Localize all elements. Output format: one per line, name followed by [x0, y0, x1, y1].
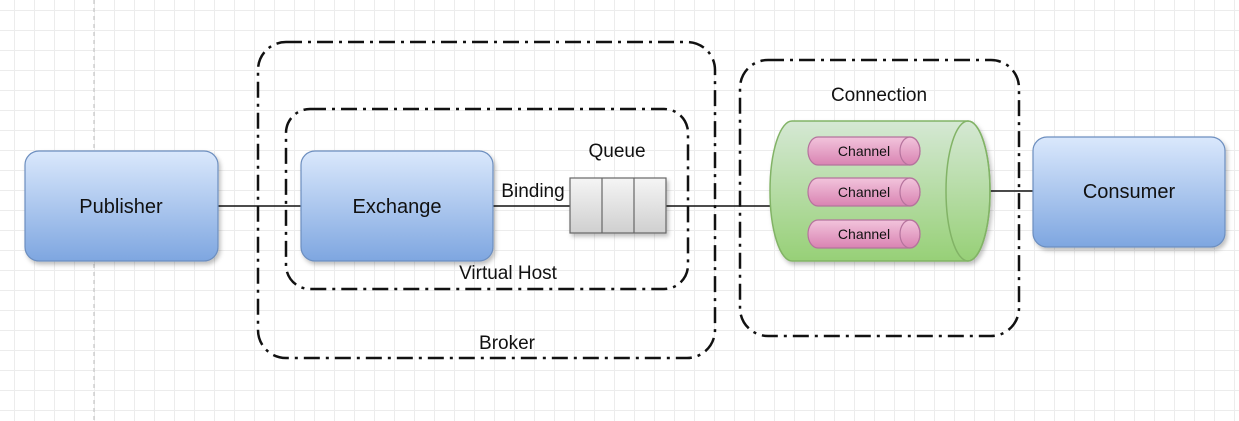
- consumer-label: Consumer: [1083, 181, 1176, 203]
- channel-pipe-end: [899, 219, 921, 249]
- channel-pipe-end: [899, 136, 921, 166]
- connection-label: Connection: [831, 85, 927, 106]
- virtual-host-group: [284, 107, 690, 291]
- exchange-node[interactable]: Exchange: [300, 150, 494, 262]
- connection-group: [738, 58, 1021, 338]
- queue-shape[interactable]: [569, 177, 667, 234]
- publisher-node[interactable]: Publisher: [24, 150, 219, 262]
- binding-label: Binding: [501, 181, 564, 202]
- channel-label: Channel: [838, 143, 890, 159]
- queue-label: Queue: [588, 141, 645, 162]
- publisher-label: Publisher: [79, 196, 163, 218]
- consumer-node[interactable]: Consumer: [1032, 136, 1226, 248]
- virtual-host-label: Virtual Host: [459, 263, 558, 284]
- connection-cylinder-end: [945, 120, 991, 262]
- broker-label: Broker: [479, 333, 536, 354]
- broker-group: [256, 40, 717, 360]
- channel-pipe[interactable]: Channel: [807, 219, 921, 249]
- channel-pipe[interactable]: Channel: [807, 136, 921, 166]
- channel-pipe-end: [899, 177, 921, 207]
- channel-label: Channel: [838, 226, 890, 242]
- channel-label: Channel: [838, 184, 890, 200]
- exchange-label: Exchange: [353, 196, 442, 218]
- channel-pipe[interactable]: Channel: [807, 177, 921, 207]
